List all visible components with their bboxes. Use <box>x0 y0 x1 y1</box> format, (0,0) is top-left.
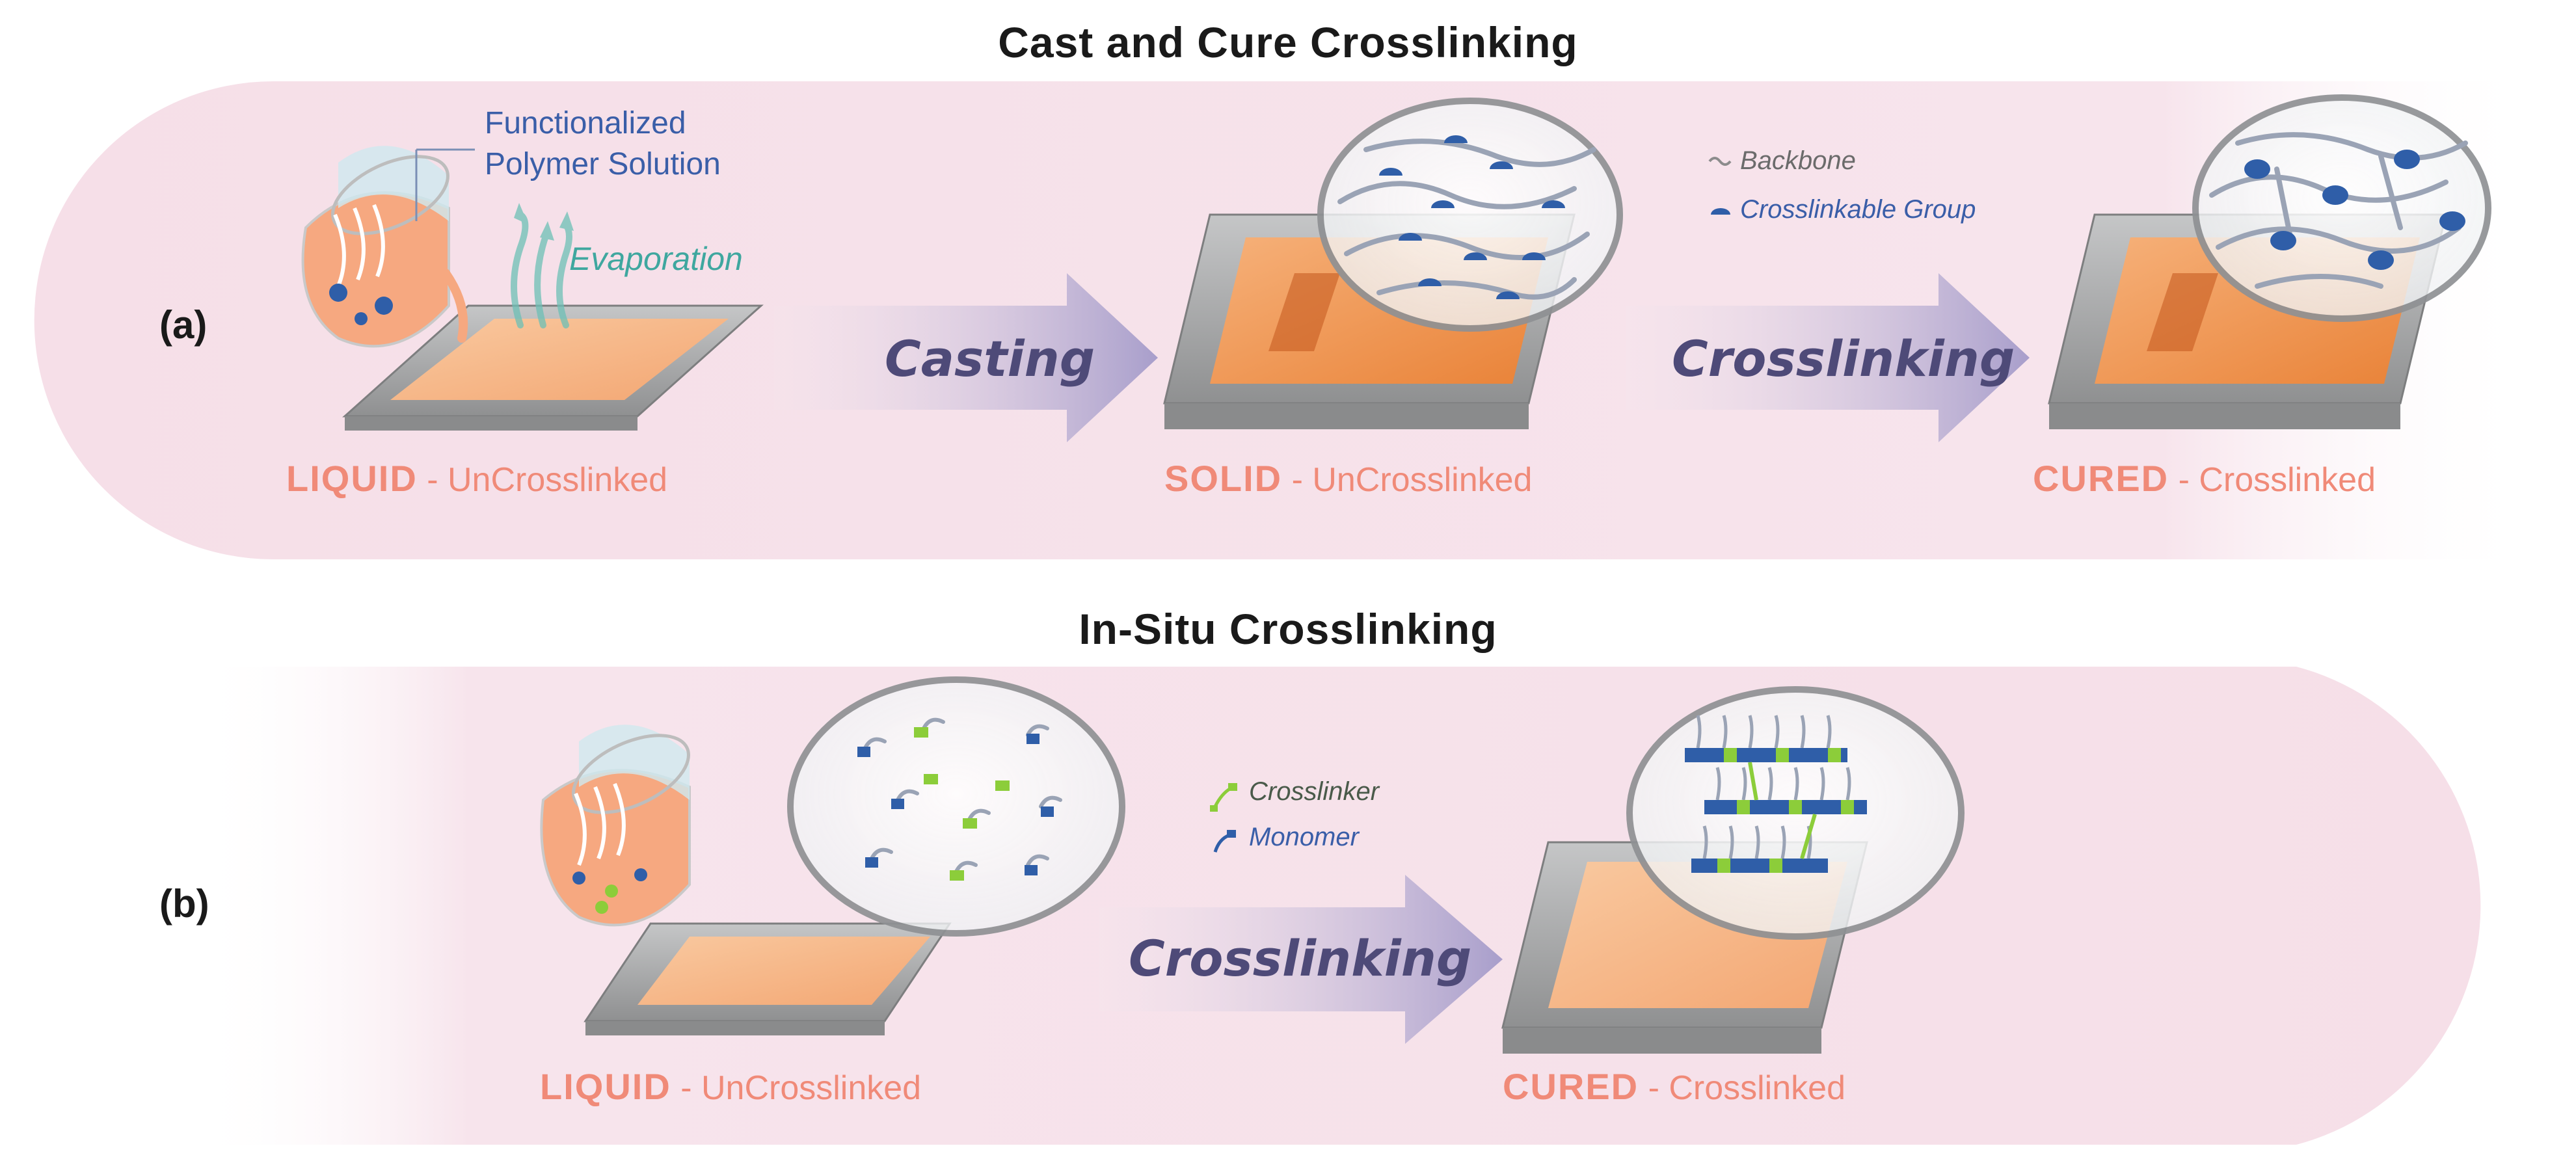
crosslinking-arrow-a: Crosslinking <box>1626 273 2030 442</box>
legend-b: Crosslinker Monomer <box>1210 777 1380 853</box>
stage-liquid-b-rest: - UnCrosslinked <box>671 1069 921 1107</box>
panel-a-label: (a) <box>159 303 207 347</box>
evaporation-arrows-icon <box>511 203 574 328</box>
crosslinking-arrow-b: Crosslinking <box>1099 875 1503 1044</box>
beaker-b-icon <box>540 725 691 927</box>
stage-liquid-a-rest: - UnCrosslinked <box>418 461 667 499</box>
stage-solid-a-rest: - UnCrosslinked <box>1282 461 1532 499</box>
crosslinking-arrow-a-label: Crosslinking <box>1672 330 2015 388</box>
panel-b-title: In-Situ Crosslinking <box>1079 605 1497 653</box>
legend-crosslinker: Crosslinker <box>1249 777 1380 806</box>
stage-liquid-a-bold: LIQUID <box>286 458 418 499</box>
legend-a: Backbone Crosslinkable Group <box>1708 146 1976 224</box>
liquid-substrate-a <box>342 304 764 431</box>
stage-cured-b: CURED - Crosslinked <box>1503 1066 1845 1107</box>
panel-b-label: (b) <box>159 882 209 926</box>
crosslinking-arrow-b-label: Crosslinking <box>1129 929 1471 987</box>
stage-cured-a-rest: - Crosslinked <box>2169 461 2376 499</box>
stage-liquid-b-bold: LIQUID <box>540 1066 671 1107</box>
casting-arrow: Casting <box>774 273 1158 442</box>
stage-solid-a-bold: SOLID <box>1164 458 1282 499</box>
crosslinkable-group-legend-icon <box>1711 208 1730 215</box>
casting-arrow-label: Casting <box>885 330 1095 388</box>
evaporation-label: Evaporation <box>569 241 743 277</box>
stage-cured-a: CURED - Crosslinked <box>2033 458 2376 499</box>
legend-backbone: Backbone <box>1740 146 1856 175</box>
stage-cured-a-bold: CURED <box>2033 458 2169 499</box>
network-lens <box>1626 686 1965 940</box>
panel-b-background <box>195 667 2481 1145</box>
callout-line-1: Functionalized <box>485 106 686 140</box>
monomer-legend-icon <box>1213 830 1236 853</box>
stage-cured-b-bold: CURED <box>1503 1066 1639 1107</box>
callout-line-2: Polymer Solution <box>485 147 721 181</box>
solid-lens <box>1317 98 1623 332</box>
legend-monomer: Monomer <box>1249 823 1360 851</box>
legend-crosslinkable-group: Crosslinkable Group <box>1740 195 1976 224</box>
beaker-a-icon <box>301 146 468 348</box>
crosslinker-legend-icon <box>1210 783 1237 812</box>
panel-a-title: Cast and Cure Crosslinking <box>998 18 1578 66</box>
cured-lens-a <box>2192 94 2491 322</box>
liquid-substrate-b <box>584 922 952 1035</box>
stage-liquid-b: LIQUID - UnCrosslinked <box>540 1066 921 1107</box>
backbone-legend-icon <box>1708 157 1732 166</box>
stage-cured-b-rest: - Crosslinked <box>1639 1069 1845 1107</box>
stage-liquid-a: LIQUID - UnCrosslinked <box>286 458 667 499</box>
monomer-lens <box>787 676 1125 937</box>
stage-solid-a: SOLID - UnCrosslinked <box>1164 458 1532 499</box>
